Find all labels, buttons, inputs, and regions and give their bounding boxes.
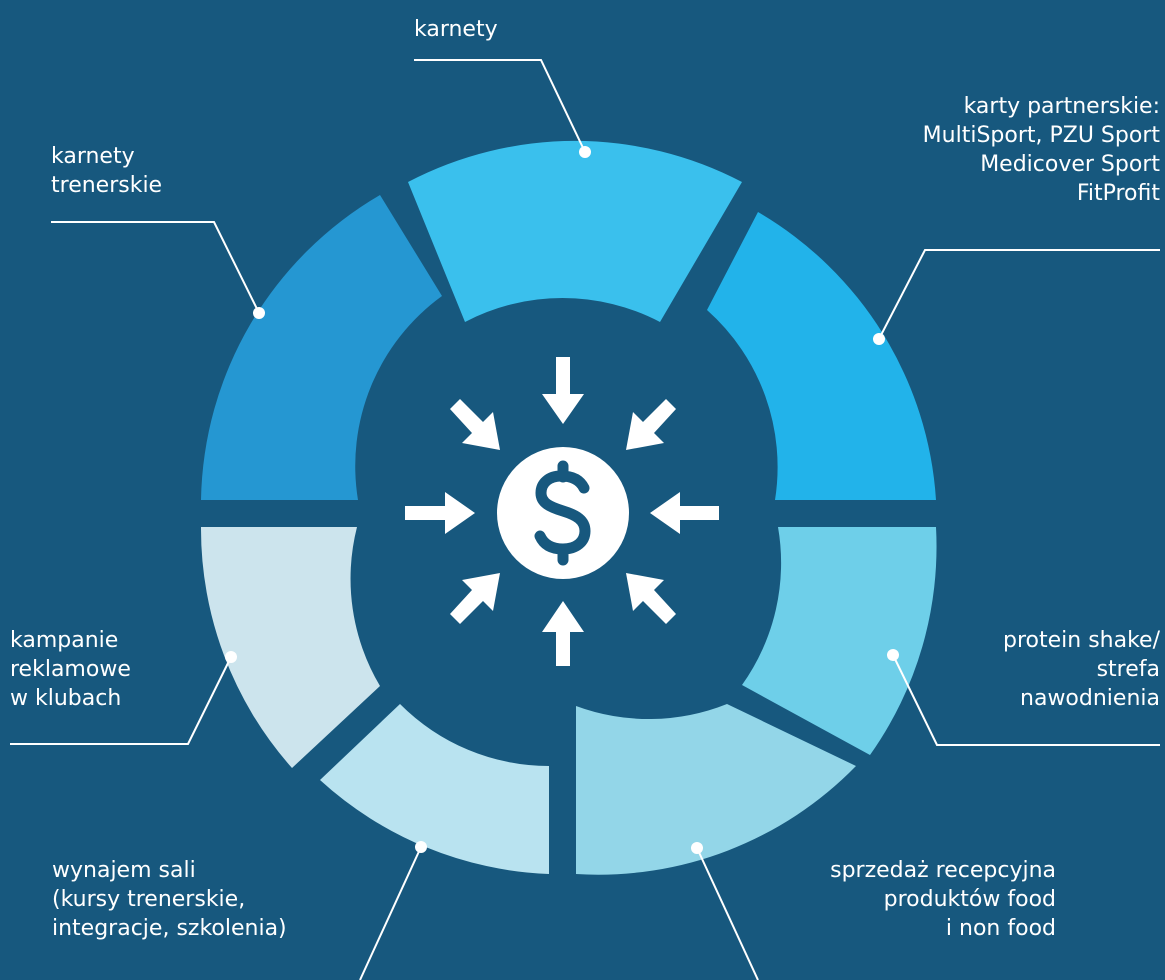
label-karnety: karnety xyxy=(414,15,498,44)
dot-protein-shake xyxy=(887,649,899,661)
arrow-top-right-icon xyxy=(626,399,676,450)
label-line: karty partnerskie: xyxy=(963,94,1160,119)
label-karnety-trenerskie: karnety trenerskie xyxy=(51,142,162,200)
inward-arrows-icon xyxy=(405,357,719,666)
leader-wynajem-sali xyxy=(359,846,422,980)
leader-protein-shake xyxy=(892,654,1160,746)
arrow-right-icon xyxy=(650,492,719,534)
label-line: integracje, szkolenia) xyxy=(52,916,287,942)
center-icon-group xyxy=(405,357,719,666)
dot-kampanie xyxy=(225,651,237,663)
arrow-top-icon xyxy=(542,357,584,424)
dot-wynajem-sali xyxy=(415,841,427,853)
segment-kampanie xyxy=(200,527,380,768)
leader-karnety-trenerskie xyxy=(51,221,260,314)
arrow-bottom-left-icon xyxy=(450,573,500,624)
label-line: sprzedaż recepcyjna xyxy=(830,858,1056,883)
label-line: i non food xyxy=(945,916,1056,942)
label-sprzedaz: sprzedaż recepcyjna produktów food i non… xyxy=(830,856,1056,943)
dot-karty-partnerskie xyxy=(873,333,885,345)
dot-karnety xyxy=(579,146,591,158)
leader-dots xyxy=(225,146,899,854)
dollar-sign-icon xyxy=(534,460,591,566)
arrow-bottom-icon xyxy=(542,601,584,666)
dot-karnety-trenerskie xyxy=(253,307,265,319)
label-line: (kursy trenerskie, xyxy=(52,887,246,913)
label-line: Medicover Sport xyxy=(980,152,1160,178)
label-line: produktów food xyxy=(883,887,1056,913)
label-line: nawodnienia xyxy=(1020,686,1160,712)
label-protein-shake: protein shake/ strefa nawodnienia xyxy=(1003,626,1160,713)
leader-kampanie xyxy=(10,656,232,745)
leader-lines xyxy=(10,59,1160,980)
ring xyxy=(200,140,937,875)
label-line: karnety xyxy=(414,17,498,42)
segment-karnety-trenerskie xyxy=(201,195,442,500)
label-line: MultiSport, PZU Sport xyxy=(922,123,1160,149)
arrow-left-icon xyxy=(405,492,475,534)
label-line: trenerskie xyxy=(51,173,163,199)
segment-protein-shake xyxy=(742,527,937,755)
segment-wynajem-sali xyxy=(320,704,549,874)
segment-karnety xyxy=(408,140,742,322)
label-line: kampanie xyxy=(10,628,119,653)
leader-karty-partnerskie xyxy=(878,249,1160,340)
label-kampanie: kampanie reklamowe w klubach xyxy=(10,626,131,713)
label-wynajem-sali: wynajem sali (kursy trenerskie, integrac… xyxy=(52,856,287,943)
label-line: reklamowe xyxy=(10,657,131,683)
dot-sprzedaz xyxy=(691,842,703,854)
leader-karnety xyxy=(414,59,586,153)
label-line: FitProfit xyxy=(1076,181,1160,207)
arrow-top-left-icon xyxy=(450,399,500,450)
label-line: protein shake/ xyxy=(1003,628,1160,653)
label-line: karnety xyxy=(51,144,135,169)
label-line: wynajem sali xyxy=(52,858,196,883)
label-line: strefa xyxy=(1096,657,1160,683)
segment-sprzedaz xyxy=(576,704,856,875)
arrow-bottom-right-icon xyxy=(626,573,676,624)
label-karty-partnerskie: karty partnerskie: MultiSport, PZU Sport… xyxy=(923,92,1160,208)
label-line: w klubach xyxy=(10,686,122,712)
leader-sprzedaz xyxy=(696,847,759,980)
segment-karty-partnerskie xyxy=(707,212,936,500)
